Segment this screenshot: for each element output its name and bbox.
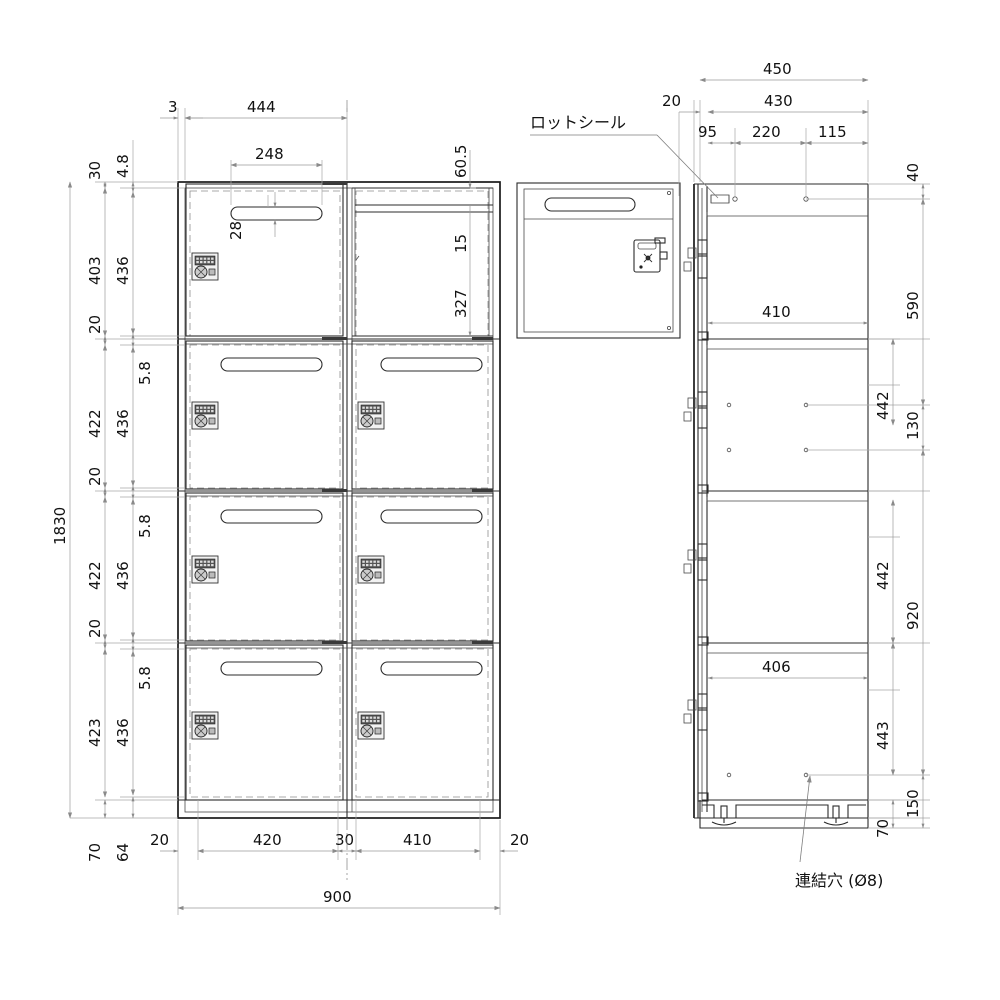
side-hinge-hardware bbox=[683, 239, 709, 802]
dim-front-b-420: 420 bbox=[253, 831, 282, 849]
annotation-link-hole: 連結穴 (Ø8) bbox=[795, 775, 883, 890]
digital-lock-icon bbox=[357, 555, 385, 584]
lot-seal-mark bbox=[710, 194, 730, 204]
dim-front-444: 444 bbox=[247, 98, 276, 116]
locker-door-r3c1[interactable] bbox=[185, 492, 344, 642]
front-joint-marks bbox=[322, 182, 493, 644]
door-detail-view bbox=[516, 182, 681, 339]
dim-side-443: 443 bbox=[874, 721, 892, 750]
dim-front-v-436c: 436 bbox=[114, 561, 132, 590]
digital-lock-icon bbox=[191, 555, 219, 584]
digital-lock-icon bbox=[191, 711, 219, 740]
dim-front-v-436a: 436 bbox=[114, 256, 132, 285]
dim-front-60-5: 60.5 bbox=[452, 145, 470, 178]
dim-front-v-5-8a: 5.8 bbox=[136, 361, 154, 385]
dim-front-b-20L: 20 bbox=[150, 831, 169, 849]
dim-front-b-30: 30 bbox=[335, 831, 354, 849]
dim-front-v-436d: 436 bbox=[114, 718, 132, 747]
digital-lock-icon bbox=[357, 401, 385, 430]
dim-front-v-4-8: 4.8 bbox=[114, 154, 132, 178]
annotation-lot-seal-label: ロットシール bbox=[530, 113, 626, 132]
dim-front-v-5-8b: 5.8 bbox=[136, 514, 154, 538]
dim-front-v-422b: 422 bbox=[86, 561, 104, 590]
dim-side-150: 150 bbox=[904, 789, 922, 818]
side-shelves bbox=[702, 212, 868, 801]
dim-front-v-64: 64 bbox=[114, 843, 132, 862]
dim-side-130: 130 bbox=[904, 411, 922, 440]
dim-front-15: 15 bbox=[452, 234, 470, 253]
dim-front-v-436b: 436 bbox=[114, 409, 132, 438]
front-view-dimensions: 3 444 248 28 60.5 15 327 bbox=[51, 98, 529, 915]
digital-lock-icon bbox=[191, 401, 219, 430]
dim-front-248: 248 bbox=[255, 145, 284, 163]
dim-side-920: 920 bbox=[904, 601, 922, 630]
dim-front-v-422a: 422 bbox=[86, 409, 104, 438]
locker-door-r2c2[interactable] bbox=[351, 340, 494, 490]
dim-front-v-403: 403 bbox=[86, 256, 104, 285]
locker-door-r1c1[interactable] bbox=[185, 183, 344, 337]
annotation-lot-seal: ロットシール bbox=[530, 113, 719, 199]
front-hidden-lines bbox=[189, 190, 489, 798]
dim-side-442b: 442 bbox=[874, 561, 892, 590]
dim-front-b-20R: 20 bbox=[510, 831, 529, 849]
locker-door-r4c2[interactable] bbox=[351, 644, 494, 801]
digital-lock-icon bbox=[191, 252, 219, 281]
dim-side-430: 430 bbox=[764, 92, 793, 110]
dim-side-95: 95 bbox=[698, 123, 717, 141]
locker-door-r2c1[interactable] bbox=[185, 340, 344, 490]
dim-front-v-20b: 20 bbox=[86, 467, 104, 486]
dim-front-28: 28 bbox=[227, 221, 245, 240]
dim-side-442a: 442 bbox=[874, 391, 892, 420]
front-view bbox=[177, 181, 501, 819]
dim-side-406: 406 bbox=[762, 658, 791, 676]
dim-front-b-410: 410 bbox=[403, 831, 432, 849]
dim-front-1830: 1830 bbox=[51, 507, 69, 545]
dim-side-115: 115 bbox=[818, 123, 847, 141]
dim-side-220: 220 bbox=[752, 123, 781, 141]
locker-door-r4c1[interactable] bbox=[185, 644, 344, 801]
annotation-link-hole-label: 連結穴 (Ø8) bbox=[795, 871, 883, 890]
dim-front-v-5-8c: 5.8 bbox=[136, 666, 154, 690]
dim-front-v-30: 30 bbox=[86, 161, 104, 180]
dim-side-70: 70 bbox=[874, 819, 892, 838]
side-base-plinth bbox=[699, 800, 869, 829]
dim-side-590: 590 bbox=[904, 291, 922, 320]
locker-door-r3c2[interactable] bbox=[351, 492, 494, 642]
connection-holes bbox=[726, 402, 809, 778]
dim-front-3: 3 bbox=[168, 98, 178, 116]
side-view-dimensions: 450 430 20 95 220 115 410 406 bbox=[662, 60, 930, 838]
dim-front-327: 327 bbox=[452, 289, 470, 318]
dim-front-900: 900 bbox=[323, 888, 352, 906]
dim-side-410: 410 bbox=[762, 303, 791, 321]
dim-side-20: 20 bbox=[662, 92, 681, 110]
dim-front-v-20a: 20 bbox=[86, 315, 104, 334]
dim-side-450: 450 bbox=[763, 60, 792, 78]
dim-side-40: 40 bbox=[904, 163, 922, 182]
dim-front-v-423: 423 bbox=[86, 718, 104, 747]
door-latch-detail bbox=[633, 237, 668, 273]
dim-front-v-20c: 20 bbox=[86, 619, 104, 638]
digital-lock-icon bbox=[357, 711, 385, 740]
side-view bbox=[683, 183, 869, 829]
dim-front-v-70: 70 bbox=[86, 843, 104, 862]
